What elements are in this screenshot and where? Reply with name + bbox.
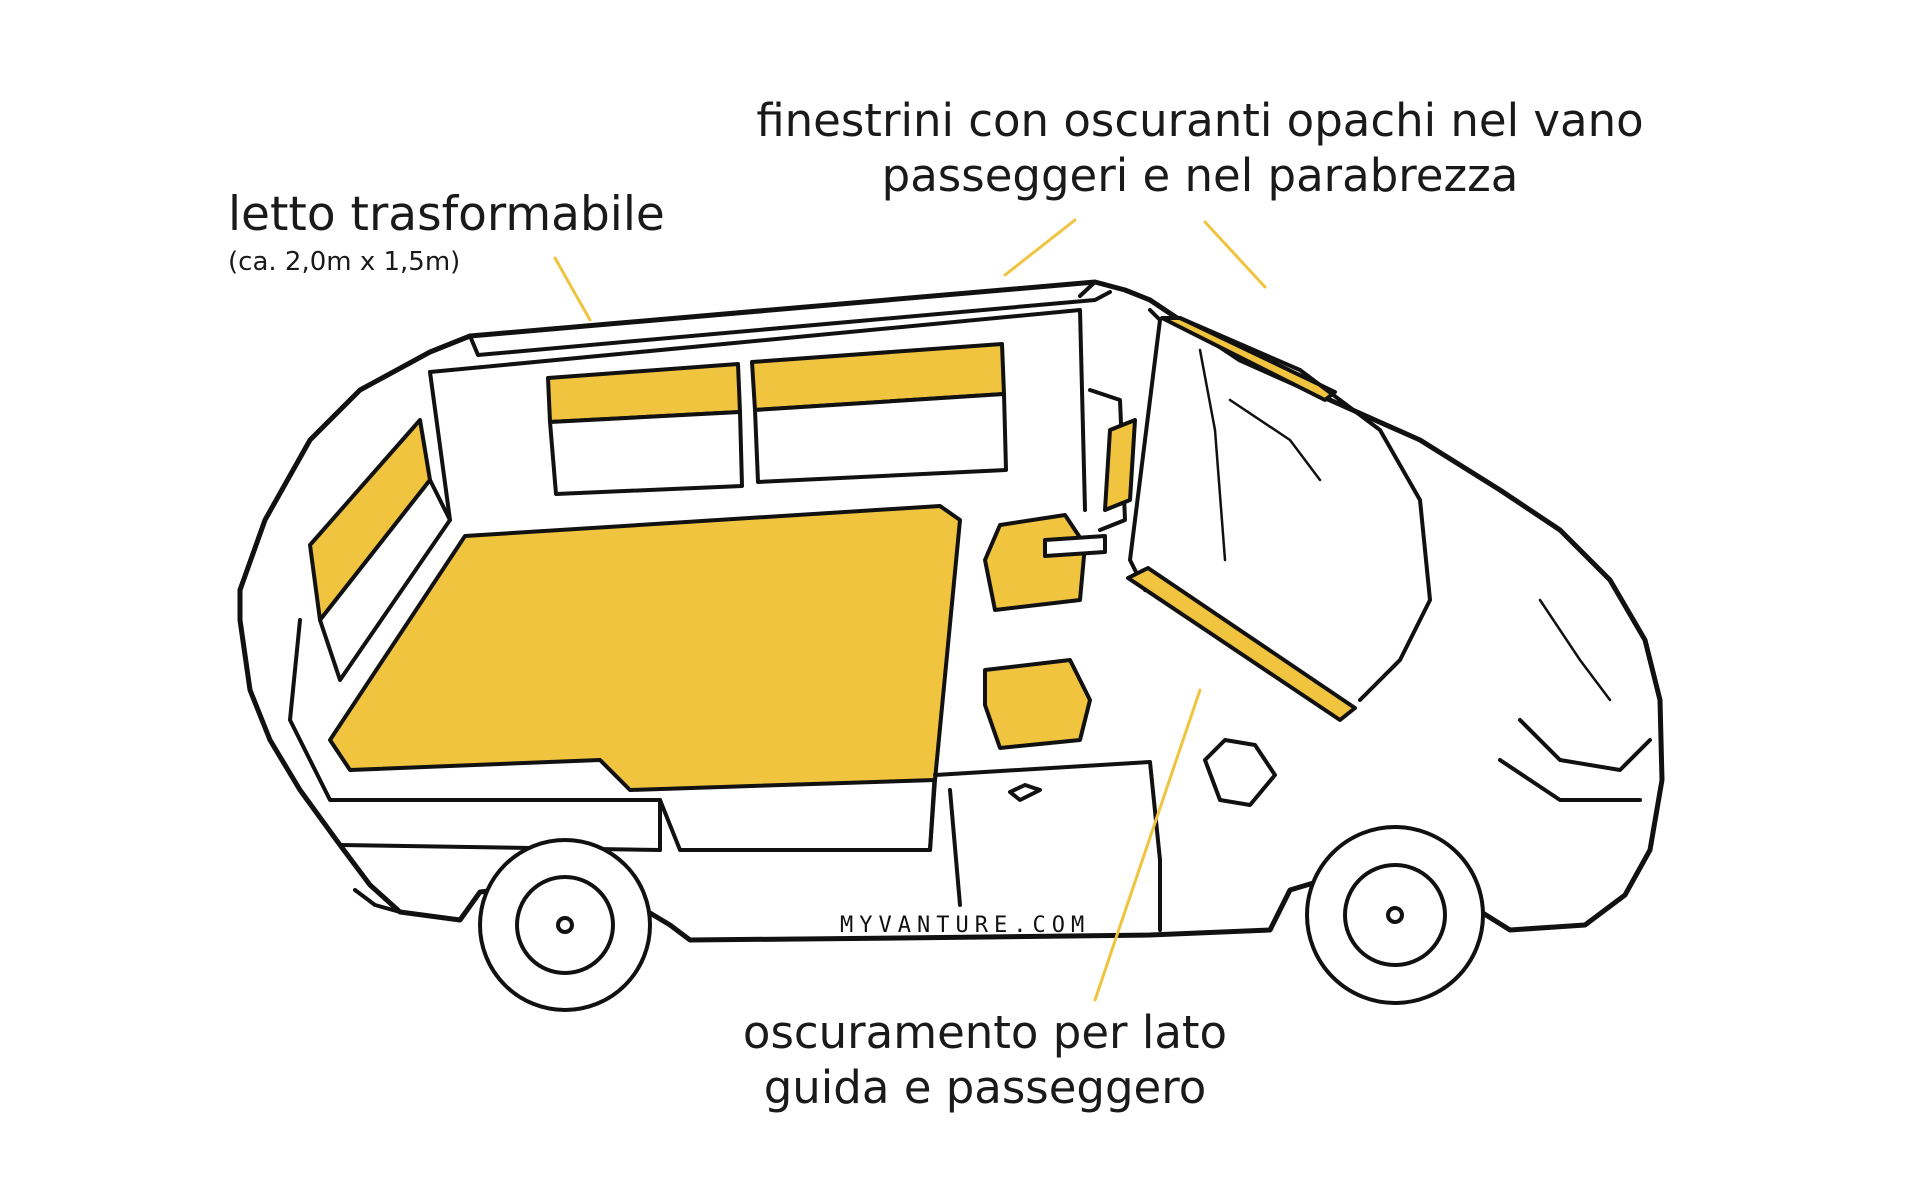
seat-back-row [983, 513, 1087, 612]
bed-callout: letto trasformabile (ca. 2,0m x 1,5m) [228, 186, 665, 279]
leader-cab [1093, 688, 1202, 1002]
bed-callout-title: letto trasformabile [228, 187, 665, 242]
side-mirror [1203, 738, 1277, 807]
seat-front [983, 658, 1092, 750]
windows-callout-line1: finestrini con oscuranti opachi nel vano [756, 94, 1644, 147]
leader-windows-right [1203, 220, 1267, 289]
windshield-top-blind [1160, 316, 1337, 402]
cab-callout-line1: oscuramento per lato [742, 1006, 1228, 1059]
leader-windows-left [1003, 218, 1077, 277]
side-window-1-lower [548, 410, 744, 496]
windshield-pillar-blind [1126, 566, 1357, 722]
cab-callout: oscuramento per lato guida e passeggero [700, 1006, 1270, 1116]
leader-bed [553, 256, 592, 322]
windows-callout: finestrini con oscuranti opachi nel vano… [700, 94, 1700, 204]
cab-callout-line2: guida e passeggero [763, 1060, 1207, 1114]
sliding-door [933, 760, 1162, 932]
rear-wheel [478, 838, 652, 1012]
van-brand-text: MYVANTURE.COM [840, 913, 1090, 938]
side-window-2-lower [753, 392, 1008, 484]
front-wheel [1305, 825, 1485, 1005]
windows-callout-line2: passeggeri e nel parabrezza [881, 148, 1519, 202]
bed-callout-dimensions: (ca. 2,0m x 1,5m) [228, 247, 461, 278]
bed-mattress [328, 504, 962, 792]
